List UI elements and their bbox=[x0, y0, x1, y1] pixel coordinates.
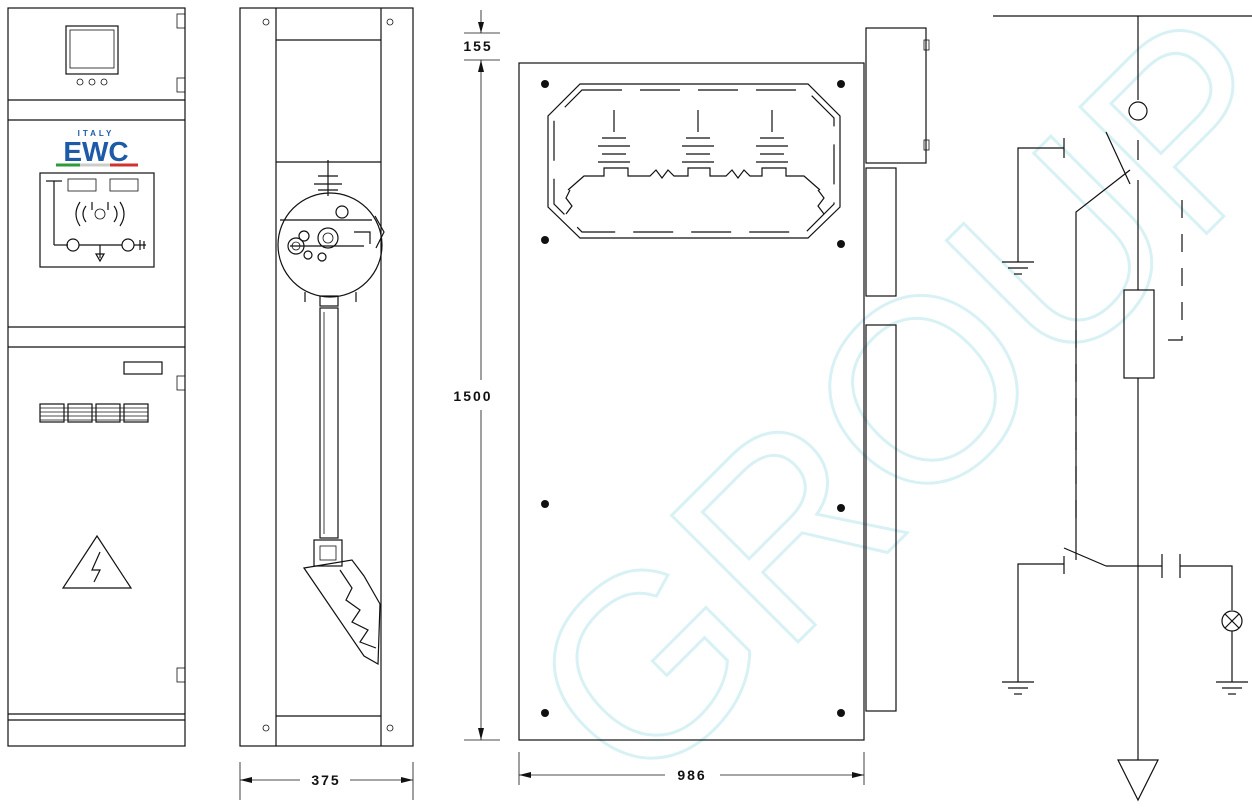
height-dimensions: 155 1500 bbox=[453, 10, 500, 741]
single-line-diagram bbox=[993, 15, 1252, 802]
three-phase-insulators-icon bbox=[565, 110, 825, 215]
ground-icon bbox=[1002, 681, 1034, 695]
side-width-label: 375 bbox=[311, 772, 340, 788]
watermark-text: GROUP SRL bbox=[475, 0, 1252, 810]
total-height-label: 1500 bbox=[453, 388, 492, 404]
fuse-holder-icon bbox=[302, 539, 381, 666]
ground-icon bbox=[1002, 261, 1034, 275]
load-break-switch-icon bbox=[277, 192, 385, 307]
current-sensor-icon bbox=[1128, 101, 1148, 121]
rear-view bbox=[518, 27, 930, 741]
vent-grille-icon bbox=[39, 403, 149, 423]
top-height-label: 155 bbox=[463, 38, 492, 54]
side-view bbox=[239, 7, 414, 747]
logo-main-text: EWC bbox=[63, 136, 128, 167]
watermark: GROUP SRL bbox=[473, 0, 1252, 810]
ewc-logo: ITALY EWC bbox=[56, 129, 138, 167]
capacitor-icon bbox=[1161, 554, 1181, 578]
side-width-dimension: 375 bbox=[239, 762, 414, 800]
panel-bolts bbox=[541, 80, 845, 717]
cable-terminal-arrow-icon bbox=[1117, 759, 1159, 802]
inspection-window bbox=[547, 83, 841, 239]
ground-icon bbox=[1216, 681, 1248, 695]
fuse-icon bbox=[1123, 289, 1155, 379]
rear-width-dimension: 986 bbox=[518, 752, 865, 785]
voltage-indicator-lamp-icon bbox=[1221, 610, 1243, 632]
rear-width-label: 986 bbox=[677, 767, 706, 783]
front-view: ITALY EWC bbox=[7, 7, 186, 747]
high-voltage-warning-icon bbox=[61, 534, 133, 589]
meter-display-icon bbox=[65, 25, 119, 86]
logo-top-text: ITALY bbox=[78, 129, 115, 138]
mechanism-panel-icon bbox=[39, 172, 155, 268]
insulator-icon bbox=[314, 160, 342, 196]
